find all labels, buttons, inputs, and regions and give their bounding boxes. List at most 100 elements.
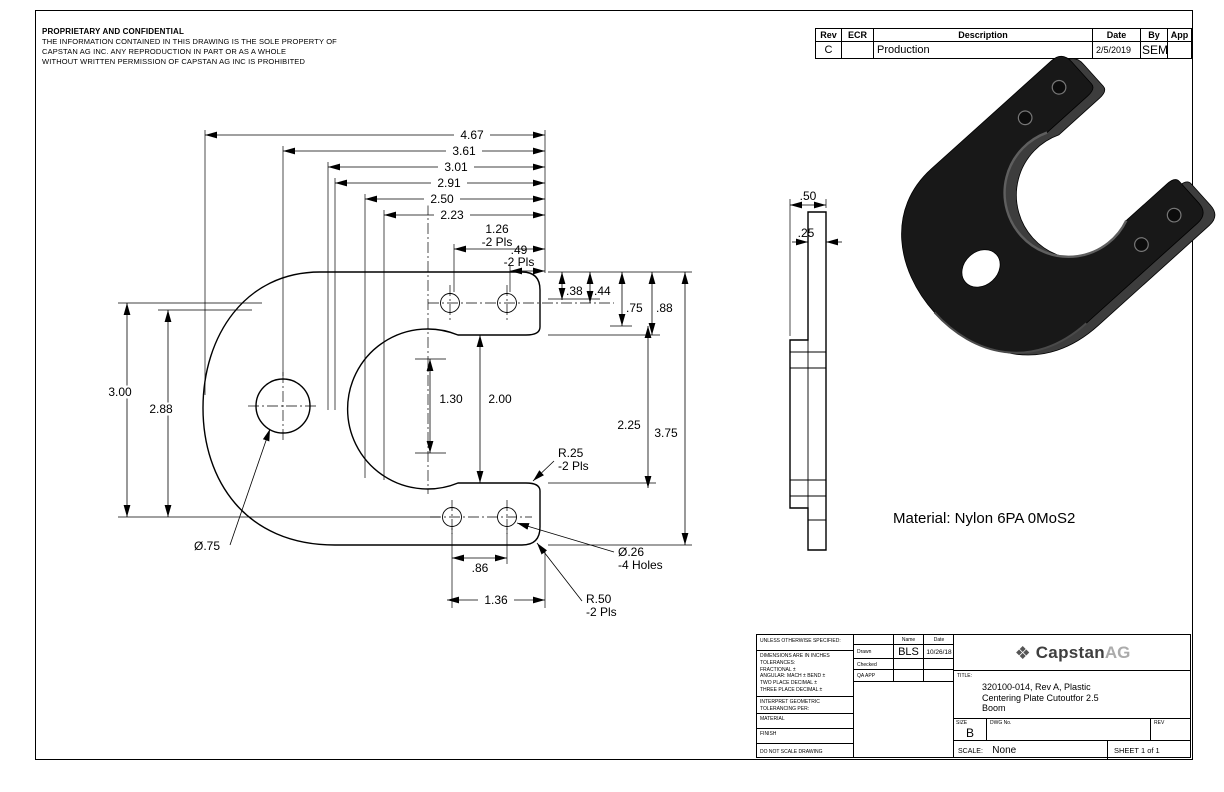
- brand-ag: AG: [1104, 643, 1131, 662]
- dim-width-2-50: 2.50: [365, 192, 545, 206]
- extension-lines: [118, 130, 692, 608]
- part-outline: [202, 271, 541, 546]
- proprietary-notice: PROPRIETARY AND CONFIDENTIAL THE INFORMA…: [42, 27, 432, 67]
- dim-text: .75: [626, 301, 643, 315]
- app-value: [1167, 41, 1192, 59]
- leader-radius-25: R.25 -2 Pls: [532, 446, 589, 482]
- dim-thickness-0-50: .50: [789, 189, 827, 336]
- dim-note: -2 Pls: [504, 255, 535, 269]
- rev-label: REV: [1154, 720, 1165, 726]
- scale-label: SCALE:: [958, 748, 983, 755]
- dim-text: 3.00: [108, 385, 132, 399]
- title-area: ❖ CapstanAG TITLE: 320100-014, Rev A, Pl…: [954, 635, 1191, 759]
- qa-label: QA APP: [854, 670, 894, 682]
- dim-text: 2.00: [488, 392, 512, 406]
- dim-text: 3.01: [444, 160, 468, 174]
- dim-text: .50: [800, 189, 817, 203]
- dwg-no-label: DWG No.: [990, 720, 1012, 726]
- dim-width-0-49: .49 -2 Pls: [504, 243, 545, 275]
- centerlines: [248, 204, 614, 534]
- finish-cell: FINISH: [757, 729, 854, 744]
- revision-row: C Production 2/5/2019 SEM: [815, 41, 1192, 59]
- size-cell: SIZE B: [954, 719, 987, 740]
- dim-text: .49: [511, 243, 528, 257]
- interpret-note: INTERPRET GEOMETRIC TOLERANCING PER:: [757, 697, 854, 714]
- dim-width-2-91: 2.91: [335, 176, 545, 190]
- size-label: SIZE: [956, 720, 968, 726]
- dim-height-3-00: 3.00: [103, 303, 137, 517]
- dim-width-3-61: 3.61: [283, 144, 545, 158]
- dim-text: .86: [472, 561, 489, 575]
- iso-hole: [1134, 237, 1149, 252]
- dim-width-2-23: 2.23: [384, 208, 545, 222]
- dim-width-4-67: 4.67: [205, 128, 545, 142]
- dim-height-2-25: 2.25: [617, 326, 652, 488]
- dim-note: -2 Pls: [558, 459, 589, 473]
- material-cell: MATERIAL: [757, 714, 854, 729]
- do-not-scale-cell: DO NOT SCALE DRAWING: [757, 744, 854, 758]
- sheet-border: [35, 10, 1193, 760]
- dim-text: R.50: [586, 592, 612, 606]
- checked-label: Checked: [854, 659, 894, 670]
- brand-row: ❖ CapstanAG: [954, 635, 1191, 671]
- checked-row: Checked: [854, 659, 954, 670]
- description-value: Production: [873, 41, 1093, 59]
- qa-row: QA APP: [854, 670, 954, 682]
- iso-slot-highlight: [1003, 131, 1128, 259]
- dim-note: -2 Pls: [482, 235, 513, 249]
- size-value: B: [965, 726, 974, 740]
- dim-text: 1.30: [439, 392, 463, 406]
- title-block: UNLESS OTHERWISE SPECIFIED: DIMENSIONS A…: [756, 634, 1191, 759]
- dim-thickness-0-25: .25: [792, 226, 842, 246]
- signature-block: Name Date Drawn BLS 10/26/18 Checked QA …: [854, 635, 954, 758]
- title-label: TITLE:: [957, 673, 973, 679]
- dim-text: 1.26: [485, 222, 509, 236]
- dim-text: .88: [656, 301, 673, 315]
- iso-large-hole: [961, 249, 1001, 288]
- dim-height-2-00: 2.00: [476, 335, 518, 483]
- revision-table: Rev ECR Description Date By App C Produc…: [815, 28, 1192, 59]
- dim-note: -4 Holes: [618, 558, 663, 572]
- dim-text: Ø.26: [618, 545, 644, 559]
- dim-text: .25: [798, 226, 815, 240]
- dim-text: 3.61: [452, 144, 476, 158]
- front-view: [202, 271, 541, 546]
- brand-capstan: Capstan: [1035, 643, 1105, 662]
- leader-diameter-75: Ø.75: [194, 428, 271, 553]
- dim-text: Ø.75: [194, 539, 220, 553]
- dim-height-1-30: 1.30: [426, 359, 469, 453]
- drawn-label: Drawn: [854, 645, 894, 659]
- dim-text: 1.36: [484, 593, 508, 607]
- dwg-no-cell: DWG No.: [987, 719, 1151, 740]
- dim-text: .44: [594, 284, 611, 298]
- dim-height-0-44: .44: [586, 272, 611, 303]
- material-note: Material: Nylon 6PA 0MoS2: [893, 510, 1076, 527]
- dim-note: -2 Pls: [586, 605, 617, 619]
- date-column-header: Date: [933, 637, 945, 643]
- dim-height-3-75: 3.75: [654, 272, 689, 545]
- dim-text: 4.67: [460, 128, 484, 142]
- dim-text: 2.23: [440, 208, 464, 222]
- scale-row: SCALE: None SHEET 1 of 1: [954, 740, 1191, 759]
- dim-height-2-88: 2.88: [144, 310, 178, 517]
- capstan-logo-icon: ❖: [1014, 643, 1031, 663]
- iso-hole: [1017, 110, 1033, 126]
- dim-text: 2.88: [149, 402, 173, 416]
- leader-radius-50: R.50 -2 Pls: [536, 542, 617, 619]
- dim-text: 2.50: [430, 192, 454, 206]
- by-value: SEM: [1140, 41, 1168, 59]
- side-view: [789, 211, 827, 551]
- drawn-date: 10/26/18: [926, 649, 952, 656]
- date-value: 2/5/2019: [1092, 41, 1141, 59]
- signature-header-row: Name Date: [854, 635, 954, 645]
- size-scale-rows: SIZE B DWG No. REV SCALE: None SHEET 1 o…: [954, 719, 1191, 759]
- dim-height-0-38: .38: [558, 272, 583, 300]
- tolerance-notes: DIMENSIONS ARE IN INCHES TOLERANCES: FRA…: [757, 651, 854, 697]
- dim-height-0-75: .75: [618, 272, 643, 326]
- capstan-logo: ❖ CapstanAG: [954, 635, 1191, 671]
- proprietary-title: PROPRIETARY AND CONFIDENTIAL: [42, 27, 184, 36]
- dim-width-3-01: 3.01: [328, 160, 545, 174]
- drawn-name: BLS: [894, 645, 924, 659]
- dim-text: R.25: [558, 446, 584, 460]
